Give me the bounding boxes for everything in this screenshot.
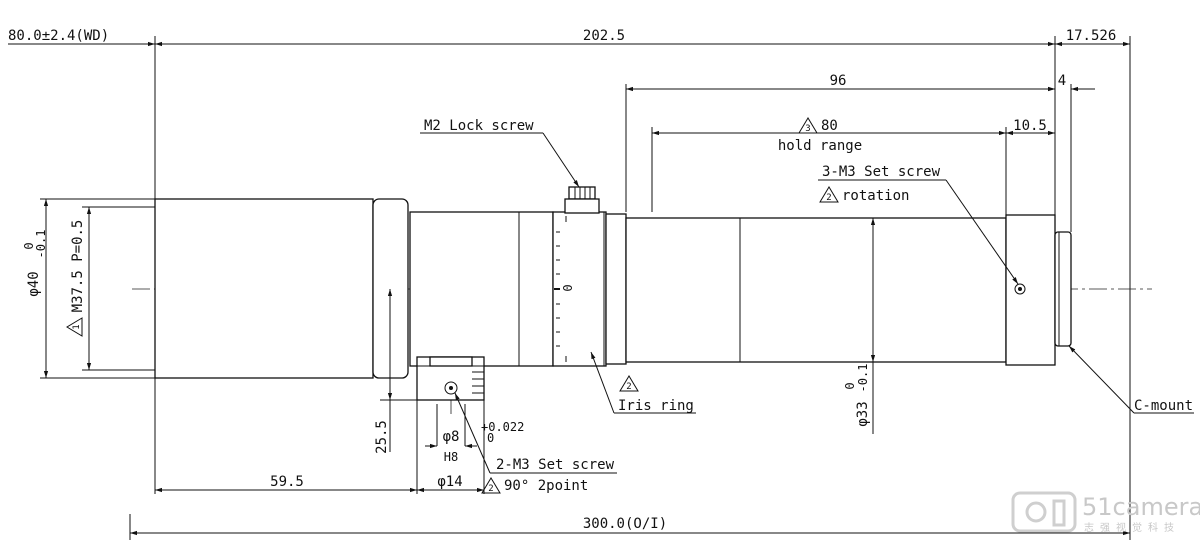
- dim-total-lens: 202.5: [583, 28, 625, 44]
- c-mount-flange: [1054, 231, 1072, 347]
- iris-scale-zero: 0: [561, 284, 575, 291]
- dim-front-dia-tol-lower: -0.1: [34, 230, 48, 259]
- label-set-screw-2: 2-M3 Set screw: [496, 457, 615, 473]
- note-num-hold: 3: [805, 124, 810, 134]
- iris-ring: [552, 211, 607, 367]
- dim-flange-back: 17.526: [1066, 28, 1117, 44]
- label-lock-screw: M2 Lock screw: [424, 118, 534, 134]
- set-screw-hole-rear: [1014, 283, 1026, 295]
- label-c-mount: C-mount: [1134, 398, 1193, 414]
- holder: [416, 356, 485, 401]
- dim-working-distance: 80.0±2.4(WD): [8, 28, 109, 44]
- note-num-point: 2: [488, 484, 493, 494]
- note-num-thread: 1: [72, 324, 82, 329]
- label-point: 90° 2point: [504, 478, 588, 494]
- dim-body-dia-tol-lower: -0.1: [856, 364, 870, 393]
- leader-lines: [420, 132, 1194, 474]
- lens-body: 0: [154, 198, 1072, 379]
- dimension-lines: [8, 41, 1130, 536]
- lock-screw-knob: [564, 186, 600, 214]
- watermark: 51camera 志强视觉科技: [1011, 491, 1200, 534]
- label-iris-ring: Iris ring: [618, 398, 694, 414]
- dim-front-dia: φ40: [26, 271, 42, 296]
- dim-holder-bore-tol-lower: 0: [487, 431, 494, 445]
- label-set-screw-3: 3-M3 Set screw: [822, 164, 941, 180]
- dim-front-dia-tol-upper: 0: [22, 242, 36, 249]
- dim-4: 4: [1058, 73, 1066, 89]
- dim-holder-width: φ14: [437, 474, 462, 490]
- mid-barrel: [409, 211, 554, 367]
- dim-body-dia-tol-upper: 0: [843, 382, 857, 389]
- label-rotation: rotation: [842, 188, 909, 204]
- dim-holder-bore-tol-upper: +0.022: [481, 420, 524, 434]
- dim-holder-bore: φ8: [443, 429, 460, 445]
- note-num-rotation: 2: [826, 193, 831, 203]
- watermark-subtitle: 志强视觉科技: [1084, 521, 1180, 534]
- dim-object-to-image: 300.0(O/I): [583, 516, 667, 532]
- watermark-brand: 51camera: [1082, 493, 1200, 521]
- watermark-logo-icon: [1011, 491, 1077, 533]
- hold-range-label: hold range: [778, 138, 862, 154]
- rear-barrel: [1005, 214, 1056, 366]
- dim-96: 96: [830, 73, 847, 89]
- front-barrel: [154, 198, 374, 379]
- collar: [605, 213, 627, 365]
- main-barrel: [625, 217, 1007, 363]
- dim-holder-offset: 59.5: [270, 474, 304, 490]
- dim-hold-range-value: 80: [821, 118, 838, 134]
- dim-front-thread: M37.5 P=0.5: [70, 220, 86, 313]
- note-num-iris: 2: [626, 382, 631, 392]
- dim-10-5: 10.5: [1013, 118, 1047, 134]
- note-triangles: [66, 117, 839, 494]
- dim-holder-bore-fit: H8: [444, 450, 458, 464]
- dim-body-dia: φ33: [855, 401, 871, 426]
- dim-holder-height: 25.5: [374, 420, 390, 454]
